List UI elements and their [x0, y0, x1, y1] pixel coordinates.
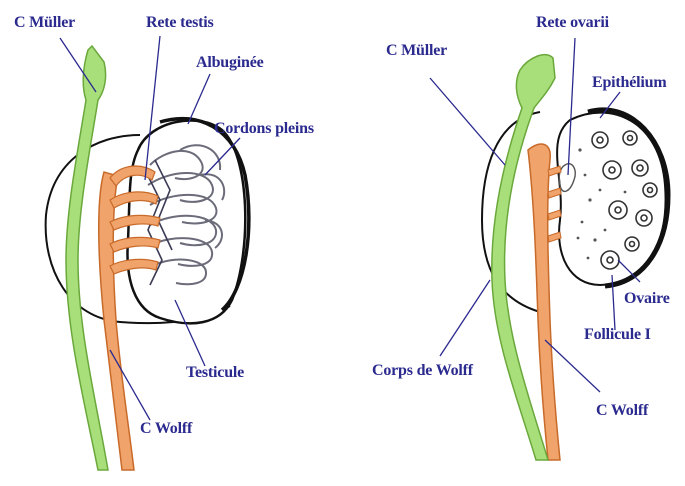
label-albuginee: Albuginée	[196, 54, 264, 72]
label-testicule: Testicule	[186, 364, 244, 382]
label-corps-de-wolff: Corps de Wolff	[372, 362, 473, 380]
label-rete-testis: Rete testis	[146, 14, 214, 32]
right-figure	[430, 38, 668, 460]
label-rete-ovarii: Rete ovarii	[536, 14, 609, 32]
label-c-wolff-right: C Wolff	[596, 402, 648, 420]
label-ovaire: Ovaire	[624, 290, 670, 308]
label-follicule: Follicule I	[584, 326, 651, 344]
label-c-muller-left: C Müller	[14, 14, 75, 32]
label-epithelium: Epithélium	[592, 74, 666, 92]
label-c-muller-right: C Müller	[386, 42, 447, 60]
label-c-wolff-left: C Wolff	[140, 420, 192, 438]
left-figure	[46, 36, 249, 470]
label-cordons-pleins: Cordons pleins	[214, 120, 314, 138]
